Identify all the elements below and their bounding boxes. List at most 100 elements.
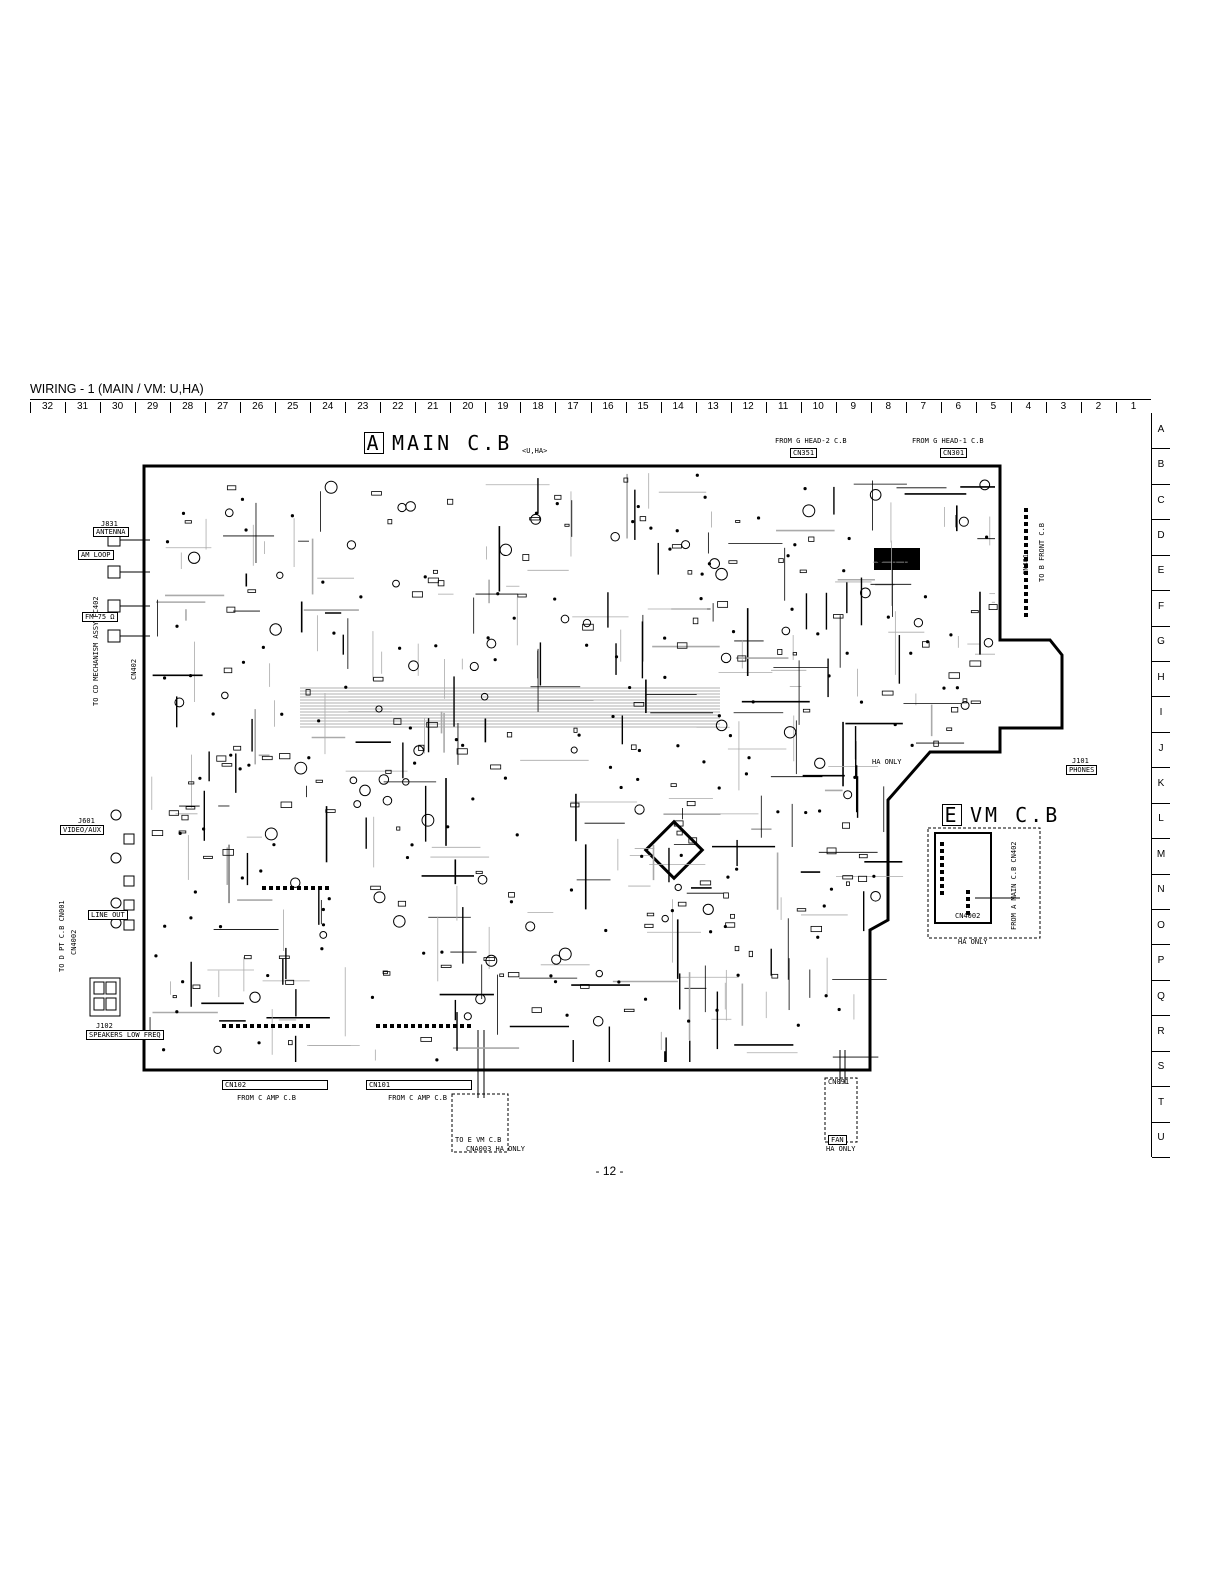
smd-component [397, 900, 407, 907]
column-label: 8 [885, 401, 892, 412]
solder-pad [461, 743, 465, 747]
smd-component [440, 964, 452, 968]
row-label: F [1157, 600, 1165, 612]
smd-component [233, 745, 242, 751]
column-label: 22 [392, 401, 404, 412]
solder-pad [218, 925, 223, 929]
solder-pad [178, 831, 182, 835]
smd-component [623, 477, 629, 483]
smd-component [244, 955, 252, 960]
connector-pin [229, 1024, 233, 1028]
column-label: 15 [637, 401, 649, 412]
column-separator [940, 402, 942, 413]
through-hole-part [421, 813, 435, 827]
cn301-label: CN301 [940, 448, 968, 458]
solder-pad [955, 686, 959, 690]
row-separator [1152, 625, 1170, 627]
connector-pin [940, 842, 944, 846]
smd-component [285, 979, 295, 985]
connector-pin [285, 1024, 289, 1028]
connector-pin [262, 886, 266, 890]
connector-pin [250, 1024, 254, 1028]
connector-pin [311, 886, 315, 890]
connector-pin [940, 877, 944, 881]
column-label: 18 [532, 401, 544, 412]
smd-component [842, 875, 854, 880]
solder-pad [321, 580, 325, 584]
smd-component [427, 577, 439, 584]
fan-ha-label: HA ONLY [826, 1145, 856, 1153]
connector-pin [1024, 585, 1028, 589]
solder-pad [631, 520, 635, 524]
solder-pad [434, 644, 438, 648]
smd-component [671, 544, 682, 549]
solder-pad [731, 630, 736, 634]
solder-pad [663, 636, 667, 640]
column-separator [30, 402, 31, 413]
smd-component [737, 655, 747, 662]
smd-component [630, 744, 637, 750]
solder-pad [154, 954, 158, 958]
from-amp2-label: FROM C AMP C.B [388, 1094, 448, 1102]
connector-pin [1024, 508, 1028, 512]
smd-component [692, 617, 699, 625]
column-label: 24 [322, 401, 334, 412]
smd-component [580, 984, 590, 989]
from-head2-label: FROM G HEAD-2 C.B [775, 437, 847, 445]
column-separator [660, 402, 662, 413]
through-hole-part [525, 921, 536, 932]
smd-component [437, 580, 445, 587]
solder-pad [643, 997, 648, 1001]
solder-pad [675, 529, 679, 533]
through-hole-part [674, 883, 682, 892]
column-separator [345, 402, 347, 413]
connector-pin [297, 886, 301, 890]
row-separator [1152, 590, 1170, 592]
cn401-label: CN401 [1022, 553, 1030, 575]
solder-pad [911, 559, 915, 564]
solder-pad [423, 575, 427, 579]
solder-pad [847, 536, 851, 541]
row-label: E [1157, 565, 1165, 577]
solder-pad [163, 924, 167, 928]
row-separator [1152, 909, 1170, 910]
through-hole-part [558, 947, 572, 961]
connector-pin [940, 856, 944, 860]
solder-pad [717, 786, 721, 790]
column-label: 3 [1060, 401, 1067, 412]
through-hole-part [393, 915, 406, 928]
solder-pad [679, 853, 683, 857]
column-label: 21 [427, 401, 439, 412]
to-cd-mech-label: TO CD MECHANISM ASSY FC402 [92, 596, 100, 706]
through-hole-part [486, 638, 497, 649]
smd-component [676, 642, 688, 649]
connector-pin [1024, 564, 1028, 568]
connector-pin [1024, 606, 1028, 610]
solder-pad [241, 660, 246, 664]
row-separator [1152, 802, 1170, 804]
to-vm-label: TO E VM C.B [455, 1136, 502, 1144]
solder-pad [211, 712, 215, 716]
smd-component [676, 830, 683, 836]
through-hole-part [346, 540, 357, 550]
through-hole-part [290, 877, 301, 888]
through-hole-part [592, 1016, 604, 1027]
through-hole-part [373, 891, 386, 904]
solder-pad [726, 875, 730, 879]
smd-component [962, 698, 968, 704]
speakers-label: SPEAKERS LOW FREQ [86, 1030, 164, 1040]
row-label: R [1157, 1026, 1165, 1037]
connector-pin [306, 1024, 310, 1028]
through-hole-part [715, 719, 728, 732]
solder-pad [446, 825, 450, 829]
vm-board-name: VM C.B [970, 803, 1061, 827]
solder-pad [405, 855, 410, 860]
row-label: P [1157, 955, 1165, 967]
column-label: 23 [357, 401, 369, 412]
solder-pad [317, 719, 321, 723]
connector-pin [940, 891, 944, 895]
connector-pin [1024, 529, 1028, 533]
row-label: S [1157, 1061, 1165, 1073]
column-label: 20 [462, 401, 474, 412]
